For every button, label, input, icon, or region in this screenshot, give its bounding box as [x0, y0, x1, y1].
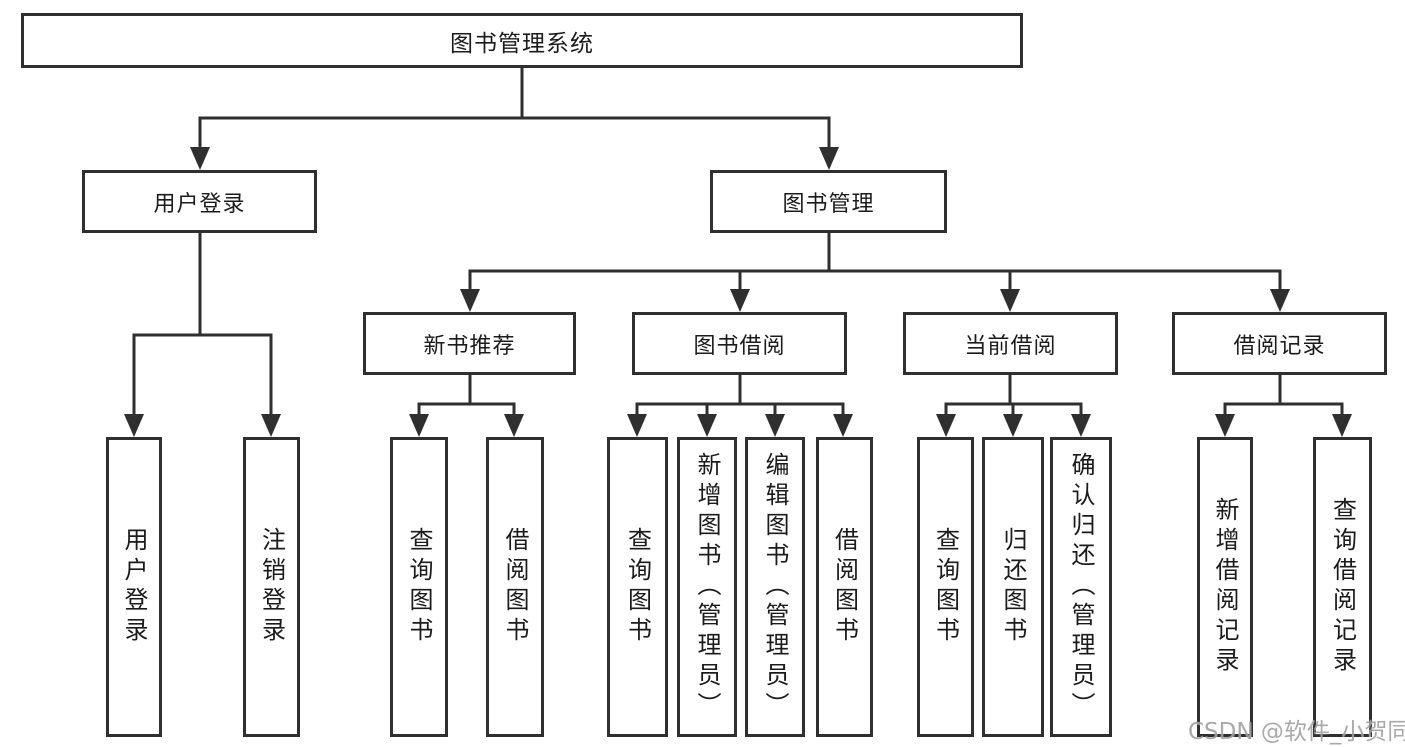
leaf-borrow-edit-books-admin: 编辑图书（管理员） [745, 437, 805, 737]
node-book-management-label: 图书管理 [782, 191, 875, 217]
leaf-borrow-query-books: 查询图书 [607, 437, 668, 737]
leaf-current-confirm-return-admin-label: 确认归还（管理员） [1067, 452, 1095, 722]
leaf-borrow-borrow-books-label: 借阅图书 [830, 527, 859, 647]
leaf-borrow-edit-books-admin-label: 编辑图书（管理员） [761, 452, 789, 722]
arrowheads [124, 147, 1352, 437]
leaf-borrow-query-books-label: 查询图书 [623, 527, 652, 647]
leaf-borrow-add-books-admin: 新增图书（管理员） [677, 437, 737, 737]
leaf-recommend-query-books: 查询图书 [390, 437, 448, 737]
node-user-login: 用户登录 [82, 170, 317, 233]
leaf-current-query-books: 查询图书 [917, 437, 974, 737]
node-new-book-recommend: 新书推荐 [363, 312, 576, 375]
leaf-records-query-record-label: 查询借阅记录 [1328, 497, 1357, 677]
node-new-book-recommend-label: 新书推荐 [423, 333, 516, 359]
leaf-recommend-query-books-label: 查询图书 [405, 527, 433, 647]
leaf-current-confirm-return-admin: 确认归还（管理员） [1050, 437, 1112, 737]
node-borrowing-records-label: 借阅记录 [1233, 333, 1326, 359]
leaf-recommend-borrow-books-label: 借阅图书 [501, 527, 529, 647]
node-current-borrowing-label: 当前借阅 [964, 333, 1057, 359]
leaf-borrow-borrow-books: 借阅图书 [816, 437, 873, 737]
leaf-user-login-label: 用户登录 [120, 527, 148, 647]
leaf-recommend-borrow-books: 借阅图书 [486, 437, 544, 737]
leaf-records-add-record-label: 新增借阅记录 [1211, 497, 1239, 677]
node-book-borrowing: 图书借阅 [632, 312, 847, 375]
node-library-system: 图书管理系统 [21, 13, 1023, 68]
leaf-logout: 注销登录 [243, 437, 300, 737]
node-user-login-label: 用户登录 [153, 191, 246, 217]
leaf-logout-label: 注销登录 [257, 527, 286, 647]
leaf-user-login: 用户登录 [106, 437, 162, 737]
leaf-records-query-record: 查询借阅记录 [1313, 437, 1372, 737]
leaf-current-return-books-label: 归还图书 [999, 527, 1027, 647]
leaf-records-add-record: 新增借阅记录 [1197, 437, 1253, 737]
leaf-current-return-books: 归还图书 [982, 437, 1044, 737]
node-library-system-label: 图书管理系统 [450, 30, 594, 57]
leaf-borrow-add-books-admin-label: 新增图书（管理员） [693, 452, 721, 722]
node-book-borrowing-label: 图书借阅 [693, 333, 786, 359]
leaf-current-query-books-label: 查询图书 [931, 527, 960, 647]
node-borrowing-records: 借阅记录 [1172, 312, 1387, 375]
node-book-management: 图书管理 [710, 170, 947, 233]
node-current-borrowing: 当前借阅 [903, 312, 1118, 375]
